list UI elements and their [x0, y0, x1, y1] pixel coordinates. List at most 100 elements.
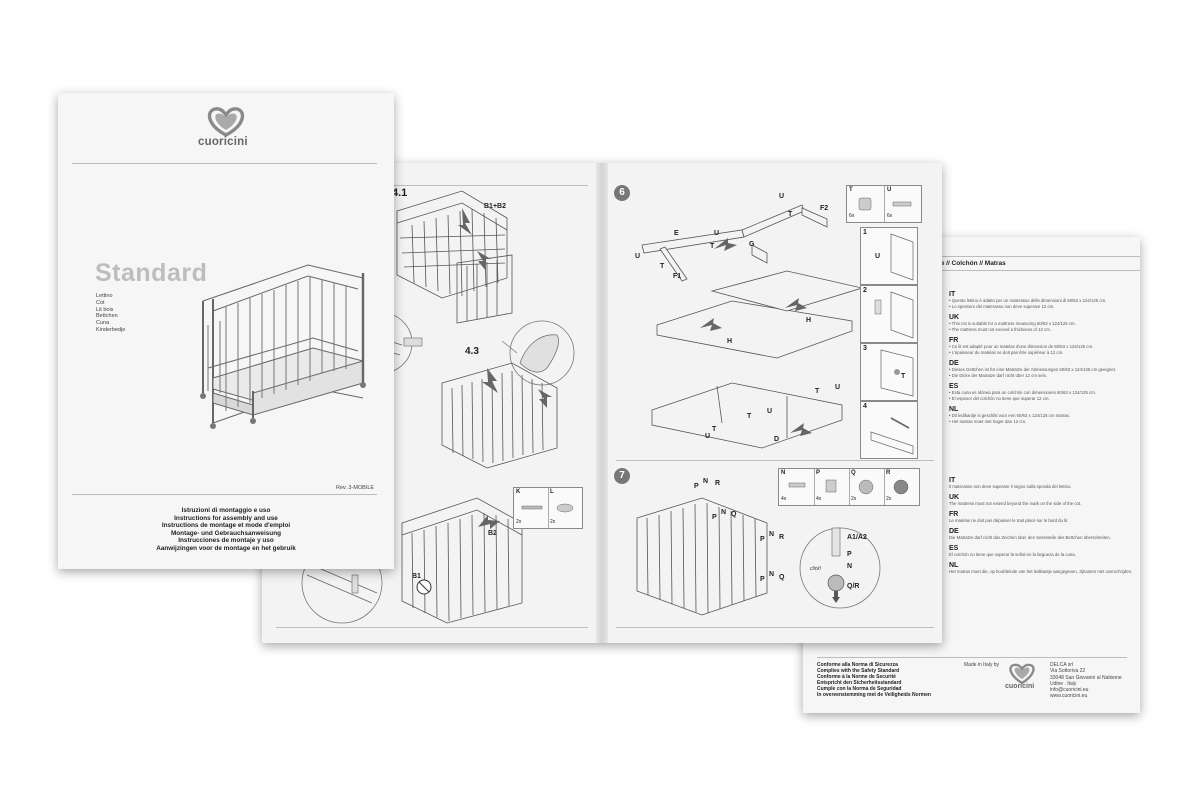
bolt-icon [521, 505, 543, 510]
substep-panel-2: 2 [860, 285, 918, 343]
arrow-icon [790, 423, 812, 436]
revision-label: Rev. 3-MOBILE [336, 485, 375, 491]
section1-block: IT • Questo lettino è adatto per un mate… [949, 291, 1129, 431]
address-block: DELCA srl Via Sottoriva 22 33048 San Gio… [1050, 662, 1122, 700]
s2-fr: FR Le matelas ne doit pas dépasser le tr… [949, 511, 1068, 524]
label-u: U [835, 384, 840, 391]
label-n: N [721, 509, 726, 516]
text-line: • Ce lit est adapté pour un matelas d'un… [949, 344, 1094, 349]
part-letter: P [816, 470, 821, 476]
text-line: • L'épaisseur du matelas ne doit pas êtr… [949, 349, 1064, 355]
header-rule [803, 256, 1140, 257]
bolt-icon [403, 337, 423, 347]
arrow-icon [478, 515, 500, 529]
label-b2: B2 [488, 530, 497, 537]
footer-rule [817, 657, 1127, 658]
crib-frame [202, 264, 365, 424]
address-line: Via Sottoriva 22 [1050, 668, 1086, 675]
part-letter: N [781, 470, 786, 476]
cot-end-assembly-drawing [396, 190, 513, 324]
label-n: N [703, 478, 708, 485]
label-d: D [774, 436, 779, 443]
parts-divider [849, 469, 850, 505]
address-line: info@cuoricini.eu [1050, 687, 1089, 694]
label-h: H [727, 338, 732, 345]
instruction-line: Montage- und Gebrauchsanweisung [170, 529, 282, 537]
parts-icons [788, 479, 909, 495]
lang-code: NL [949, 406, 959, 413]
label-f2: F2 [820, 205, 828, 212]
s2-es: ES El colchón no tiene que superar la se… [949, 545, 1076, 558]
substep-drawing: U [875, 233, 914, 281]
text-line: • Esta cuna es idónea para un colchón co… [949, 390, 1096, 395]
address-line: 33048 San Giovanni al Natisone [1050, 674, 1122, 681]
label-t: T [901, 373, 906, 380]
conformity-line: Entspricht den Sicherheitsstandard [817, 680, 902, 686]
label-n: N [769, 531, 774, 538]
cot-side-assembly-drawing [441, 362, 558, 469]
lang-code: IT [949, 291, 956, 298]
brake-wheel-icon [893, 479, 909, 495]
s2-it: IT Il materasso non deve superare il seg… [949, 477, 1072, 490]
s2-nl: NL Het matras moet die, op hoofdeinde va… [949, 562, 1132, 575]
label-r: R [779, 534, 784, 541]
heart-logo-icon [207, 107, 245, 137]
lang-code: ES [949, 383, 959, 390]
part-letter: L [550, 489, 554, 495]
s1-uk: UK • This cot is suitable for a mattress… [949, 314, 1076, 332]
subtitle-line: Cot [96, 299, 105, 306]
conformity-block: Conforme alla Norma di Sicurezza Complie… [817, 662, 931, 698]
label-p: P [760, 576, 765, 583]
pin-icon [788, 482, 806, 488]
parts-box-left: K L 2x 2x [513, 487, 583, 529]
lang-code: DE [949, 528, 959, 535]
arrow-icon [785, 298, 807, 311]
conformity-line: Conforme à la Norme de Securité [817, 674, 896, 680]
hand-icon [519, 334, 559, 373]
lang-code: UK [949, 314, 960, 321]
text-line: • The mattress must not exceed a thickne… [949, 326, 1051, 332]
substep-drawing [874, 291, 914, 339]
part-letter: U [887, 187, 892, 193]
crib-illustration [200, 264, 366, 429]
address-line: DELCA srl [1050, 662, 1074, 668]
brand-logo-small: cuoricini [1001, 661, 1043, 691]
cover-bottom-rule [72, 494, 377, 495]
label-b1b2: B1+B2 [484, 203, 506, 210]
substep-number: 2 [863, 287, 867, 294]
subtitle-line: Cuna [96, 320, 110, 327]
lang-code: FR [949, 511, 959, 518]
label-u: U [635, 253, 640, 260]
lang-code: DE [949, 360, 959, 367]
s1-es: ES • Esta cuna es idónea para un colchón… [949, 383, 1096, 401]
wheel-icon [827, 574, 845, 592]
label-t: T [788, 211, 793, 218]
text-line: • El espesor del colchón no tiene que su… [949, 395, 1050, 401]
conformity-line: Conforme alla Norma di Sicurezza [817, 662, 898, 668]
washer-icon [556, 503, 574, 513]
label-f1: F1 [673, 273, 681, 280]
label-q: Q [731, 511, 737, 518]
parts-box-step6: T U 6x 6x [846, 185, 922, 223]
label-u: U [705, 433, 710, 440]
brand-name: cuoricini [198, 136, 248, 148]
label-q: Q [779, 574, 785, 581]
part-letter: R [886, 470, 891, 476]
parts-icons [521, 503, 574, 513]
label-p: P [694, 483, 699, 490]
product-subtitles: Lettino Cot Lit bois Bettchen Cuna Kinde… [96, 293, 125, 334]
part-letter: Q [851, 470, 856, 476]
label-u: U [779, 193, 784, 200]
click-label: click! [810, 566, 822, 572]
label-t: T [660, 263, 665, 270]
heart-logo-icon [1009, 663, 1035, 685]
address-line: Udine . Italy [1050, 680, 1077, 687]
text-line: Le matelas ne doit pas dépasser le trait… [949, 518, 1069, 523]
s1-fr: FR • Ce lit est adapté pour un matelas d… [949, 337, 1093, 355]
parts-divider [884, 186, 885, 222]
part-qty: 6x [887, 213, 893, 219]
cover-top-rule [72, 163, 377, 164]
label-p: P [712, 514, 717, 521]
text-line: • Dieses Gettchen ist für eine Matratze … [949, 367, 1117, 372]
instruction-line: Instructions for assembly and use [174, 514, 278, 522]
